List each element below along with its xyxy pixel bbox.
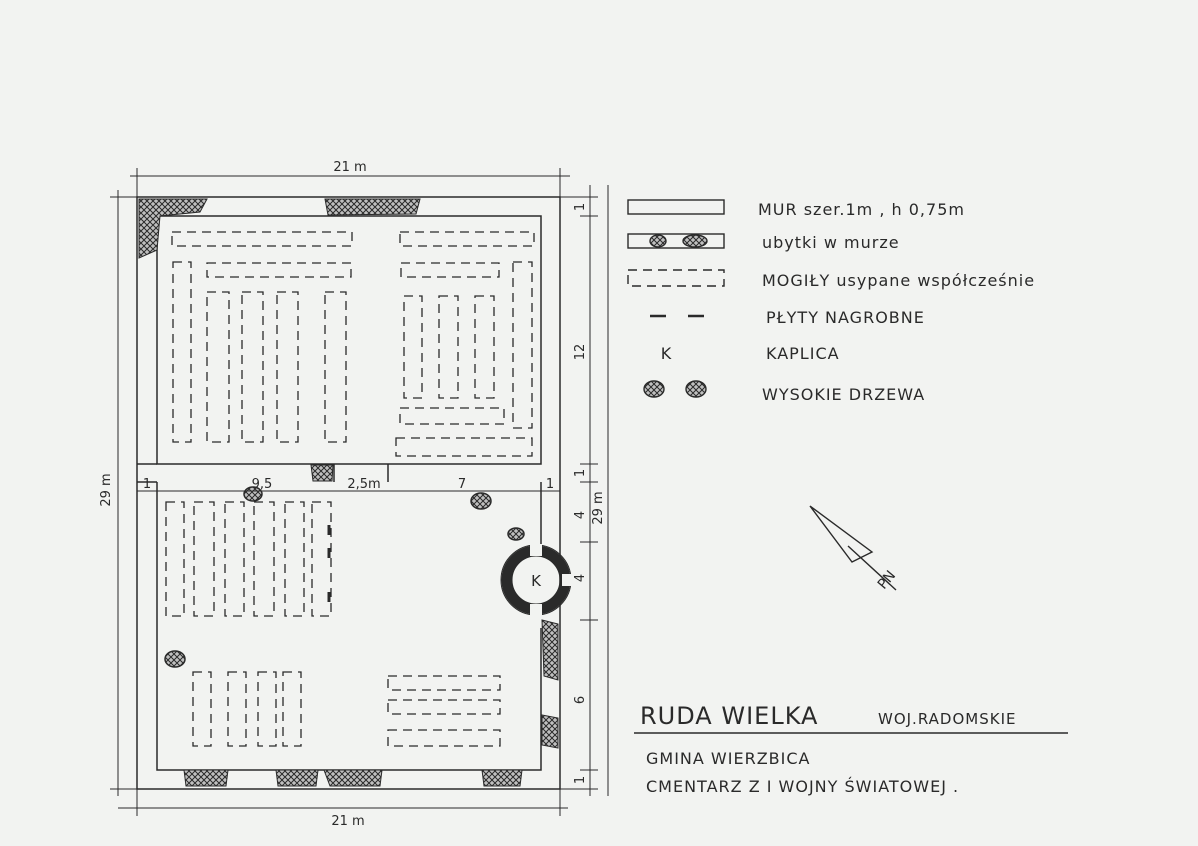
dim-top-width: 21 m — [333, 160, 366, 175]
chapel: K — [500, 544, 574, 616]
wall-gap — [541, 619, 559, 681]
legend-symbols — [627, 199, 725, 398]
grave — [253, 501, 275, 617]
wall-gap — [183, 769, 229, 787]
north-arrow: PN — [809, 505, 899, 593]
graves — [165, 231, 535, 747]
wall-gaps — [138, 198, 559, 787]
wall-gap — [541, 714, 559, 749]
wall-gap — [310, 464, 334, 482]
upper-inner-wall — [156, 215, 542, 465]
grave — [241, 291, 264, 443]
chapel-opening — [530, 544, 574, 616]
middle-wall — [137, 463, 157, 483]
north-arrow-icon — [809, 505, 897, 591]
grave — [171, 231, 353, 247]
dim-seg-b: 4 — [573, 574, 588, 582]
trees — [164, 486, 525, 668]
legend-label-gaps: ubytki w murze — [762, 233, 900, 252]
wall-gap — [275, 769, 319, 787]
grave — [206, 291, 230, 443]
grave — [387, 699, 501, 715]
grave — [324, 291, 347, 443]
legend-label-wall: MUR szer.1m , h 0,75m — [758, 200, 965, 219]
dim-seg-a: 4 — [573, 511, 588, 519]
grave — [387, 675, 501, 691]
cemetery-subtitle: CMENTARZ Z I WOJNY ŚWIATOWEJ . — [646, 777, 959, 796]
commune: GMINA WIERZBICA — [646, 749, 810, 768]
wall-gap — [138, 198, 208, 259]
grave — [282, 671, 302, 747]
grave — [206, 262, 352, 278]
dim-upper-section: 12 — [573, 344, 588, 361]
tree — [164, 650, 186, 668]
grave — [438, 295, 459, 399]
wall-gap — [323, 769, 383, 787]
legend-tree-icon — [643, 380, 665, 398]
legend-label-graves: MOGIŁY usypane współcześnie — [762, 271, 1035, 290]
gate-opening — [333, 464, 389, 482]
dimension-lines — [110, 168, 609, 816]
dim-mid-right: 7 — [458, 477, 466, 492]
grave — [165, 501, 185, 617]
dim-mid-right-wall: 1 — [546, 477, 554, 492]
dim-wall-bottom: 1 — [573, 776, 588, 784]
lower-inner-wall — [156, 482, 542, 771]
dim-mid-left-wall: 1 — [143, 477, 151, 492]
dim-right-height: 29 m — [591, 491, 606, 524]
tree — [507, 527, 525, 541]
wall-gap — [324, 198, 421, 216]
dim-bottom-width: 21 m — [331, 814, 364, 829]
grave — [257, 671, 277, 747]
grave — [276, 291, 299, 443]
dim-wall-top: 1 — [573, 203, 588, 211]
grave — [400, 262, 500, 278]
grave — [224, 501, 245, 617]
legend-gap-icon — [627, 233, 725, 249]
grave — [284, 501, 305, 617]
grave — [512, 261, 533, 429]
grave — [395, 437, 533, 457]
legend-label-chapel: KAPLICA — [766, 344, 840, 363]
chapel-label: K — [531, 572, 542, 590]
wall-gap — [481, 769, 523, 787]
grave — [172, 261, 192, 443]
dimension-labels: 21 m 21 m 29 m 29 m 1 12 1 4 4 6 1 1 9,5… — [99, 160, 606, 829]
legend-gap-hatch-icon — [649, 234, 667, 248]
dim-wall-mid: 1 — [573, 469, 588, 477]
legend-wall-icon — [627, 199, 725, 215]
legend-label-trees: WYSOKIE DRZEWA — [762, 385, 925, 404]
legend-label-slabs: PŁYTY NAGROBNE — [766, 308, 925, 327]
legend-tree-icon — [685, 380, 707, 398]
legend: K MUR szer.1m , h 0,75m ubytki w murze M… — [627, 199, 1035, 404]
dim-left-height: 29 m — [99, 473, 114, 506]
outer-wall — [136, 196, 561, 790]
legend-chapel-symbol: K — [661, 344, 672, 363]
dim-mid-left: 9,5 — [252, 477, 273, 492]
grave — [311, 501, 332, 617]
voivodeship: WOJ.RADOMSKIE — [878, 710, 1016, 728]
grave — [399, 407, 505, 425]
grave — [399, 231, 535, 247]
tree — [470, 492, 492, 510]
place-name: RUDA WIELKA — [640, 702, 818, 730]
title-block: RUDA WIELKA WOJ.RADOMSKIE GMINA WIERZBIC… — [634, 702, 1068, 796]
grave — [403, 295, 423, 399]
legend-gap-hatch-icon — [682, 234, 708, 248]
grave — [387, 729, 501, 747]
dim-seg-c: 6 — [573, 696, 588, 704]
grave — [193, 501, 215, 617]
grave — [227, 671, 247, 747]
legend-grave-icon — [627, 269, 725, 287]
grave — [192, 671, 212, 747]
grave — [474, 295, 495, 399]
dim-mid-gap: 2,5m — [347, 477, 380, 492]
